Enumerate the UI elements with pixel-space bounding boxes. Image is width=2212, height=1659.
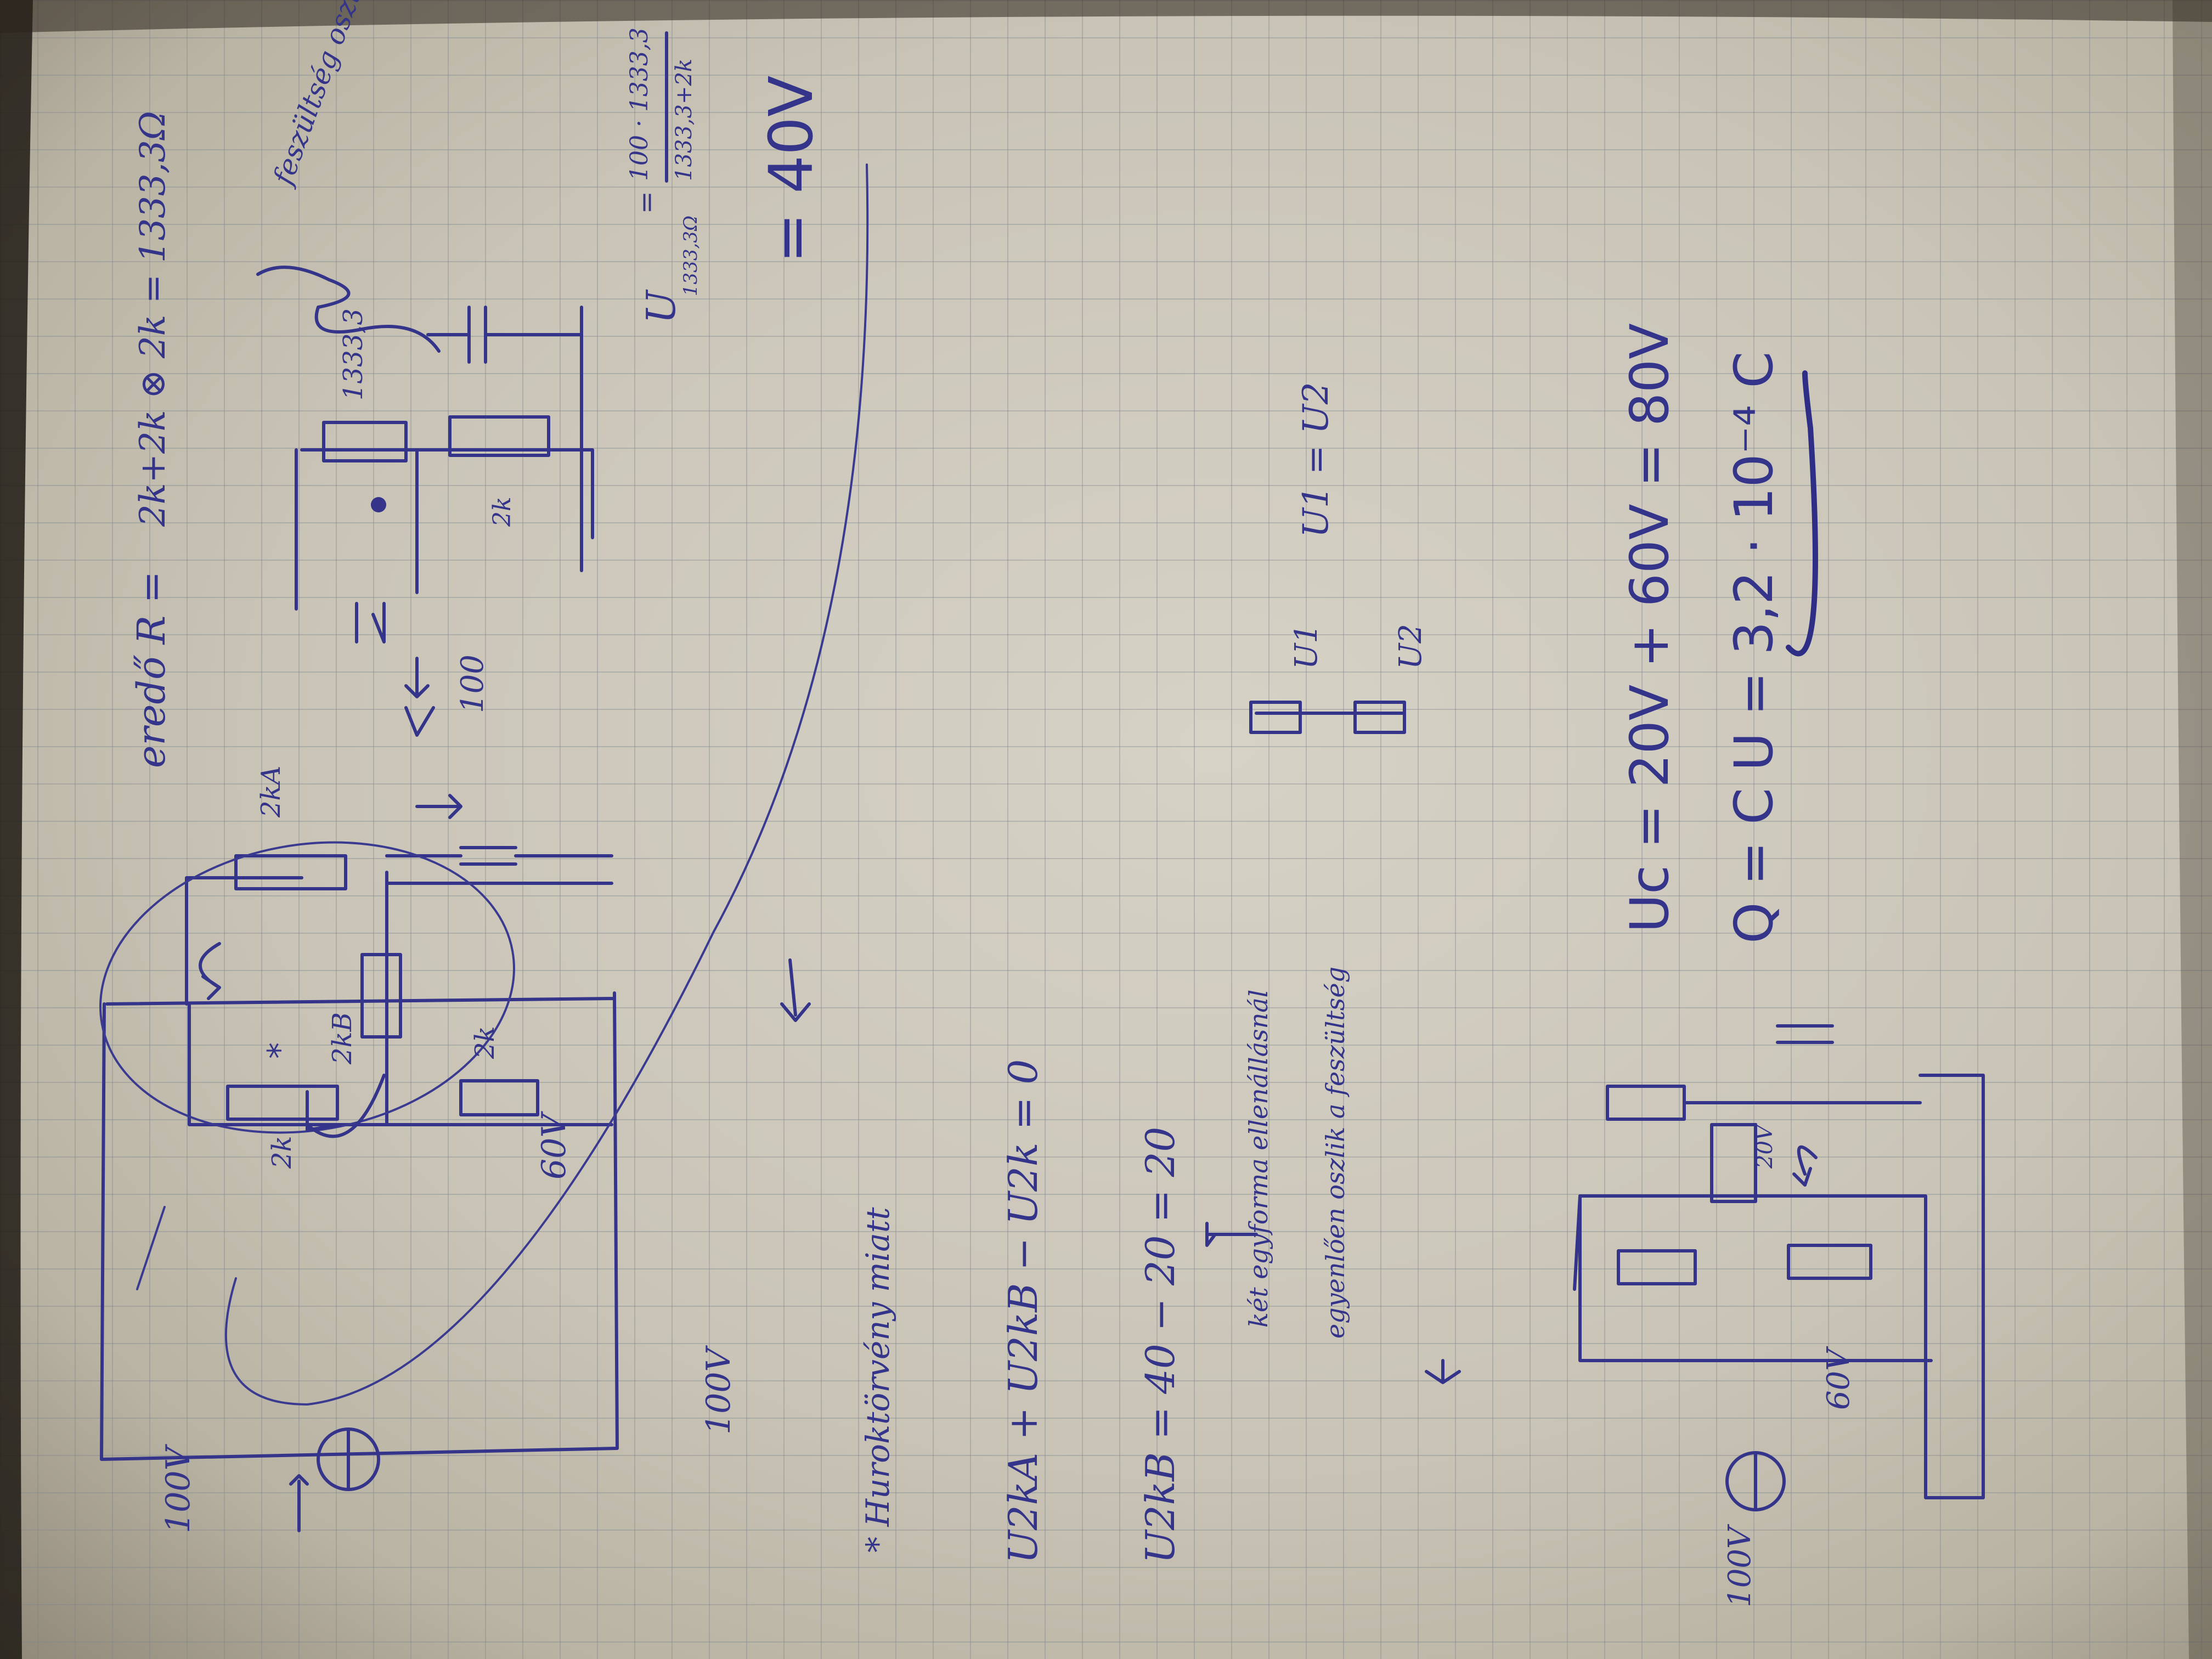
resistor-2kA <box>234 854 347 890</box>
bottom-circuit: 100V 60V 20V <box>1573 1024 1985 1607</box>
division-lhs-sub: 1333,3Ω <box>680 216 702 296</box>
resistor-bottom-top <box>1606 1085 1686 1121</box>
star-mark: * <box>261 1042 299 1059</box>
resistor-2k-simplified <box>448 415 550 457</box>
division-numerator: 100 · 1333,3 <box>625 27 653 181</box>
parallel-note-line2: egyenlően oszlik a feszültség <box>1321 967 1350 1339</box>
eredo-expression: 2k+2k ⊗ 2k = 1333,3Ω <box>133 111 173 527</box>
kirchhoff-block: * Huroktörvény miatt U2kA + U2kB − U2k =… <box>859 1059 1258 1564</box>
label-2kB: 2kB <box>327 1012 358 1065</box>
resistor-2k-bottom <box>459 1079 539 1116</box>
eq-q: Q = C U = 3,2 · 10⁻⁴ C <box>1723 352 1785 944</box>
parallel-note-line1: két egyforma ellenállásnál <box>1244 990 1273 1328</box>
resistor-2kB <box>360 953 402 1039</box>
feszultseg-osztas-note: feszültség osztás <box>266 0 377 191</box>
bottom-source-label: 100V <box>1722 1523 1758 1607</box>
label-u1: U1 <box>1289 624 1324 669</box>
division-denominator: 1333,3+2k <box>672 59 697 181</box>
kirchhoff-eq2: U2kB = 40 − 20 = 20 <box>1137 1127 1183 1564</box>
eq-uc: Uc = 20V + 60V = 80V <box>1619 323 1680 933</box>
kirchhoff-title: * Huroktörvény miatt <box>859 1207 896 1553</box>
label-u2: U2 <box>1393 624 1429 669</box>
resistor-u1 <box>1249 701 1302 734</box>
svg-text:=: = <box>630 191 662 214</box>
resistor-bottom-left <box>1617 1249 1697 1285</box>
resistor-bottom-20v <box>1710 1123 1757 1203</box>
resistor-bottom-60v <box>1787 1244 1872 1280</box>
eq-u1-u2: U1 = U2 <box>1296 382 1336 538</box>
bottom-20v-label: 20V <box>1752 1122 1778 1169</box>
label-60v: 60V <box>535 1111 573 1180</box>
label-1333: 1333,3 <box>338 308 369 400</box>
eredo-prefix: eredő R = <box>129 571 174 768</box>
resistor-2k-left <box>226 1085 339 1121</box>
label-2kA: 2kA <box>256 766 286 818</box>
label-100-source: 100 <box>455 654 490 713</box>
bottom-equations: Uc = 20V + 60V = 80V Q = C U = 3,2 · 10⁻… <box>1619 323 1818 944</box>
division-result: = 40V <box>756 76 826 263</box>
label-2k-bottom: 2k <box>470 1026 500 1059</box>
source-100v-label: 100V <box>159 1443 198 1533</box>
bottom-60v-label: 60V <box>1821 1346 1857 1410</box>
simplified-circuit: 1333,3 2k 100 <box>295 306 594 737</box>
resistor-u2 <box>1353 701 1406 734</box>
parallel-note: két egyforma ellenállásnál egyenlően osz… <box>1244 382 1461 1384</box>
division-lhs: U <box>638 289 684 324</box>
top-circuit: 100V 100V 60V 2k 2kA 2kB 2k * <box>99 163 869 1533</box>
eredo-block: eredő R = 2k+2k ⊗ 2k = 1333,3Ω feszültsé… <box>129 0 441 768</box>
resistor-1333 <box>322 421 408 462</box>
label-100v-arrow: 100V <box>699 1345 738 1435</box>
label-2k-simplified: 2k <box>488 496 516 527</box>
label-2k-left: 2k <box>267 1136 297 1169</box>
kirchhoff-eq1: U2kA + U2kB − U2k = 0 <box>1000 1059 1046 1564</box>
division-block: U 1333,3Ω = 100 · 1333,3 1333,3+2k = 40V <box>625 27 826 324</box>
